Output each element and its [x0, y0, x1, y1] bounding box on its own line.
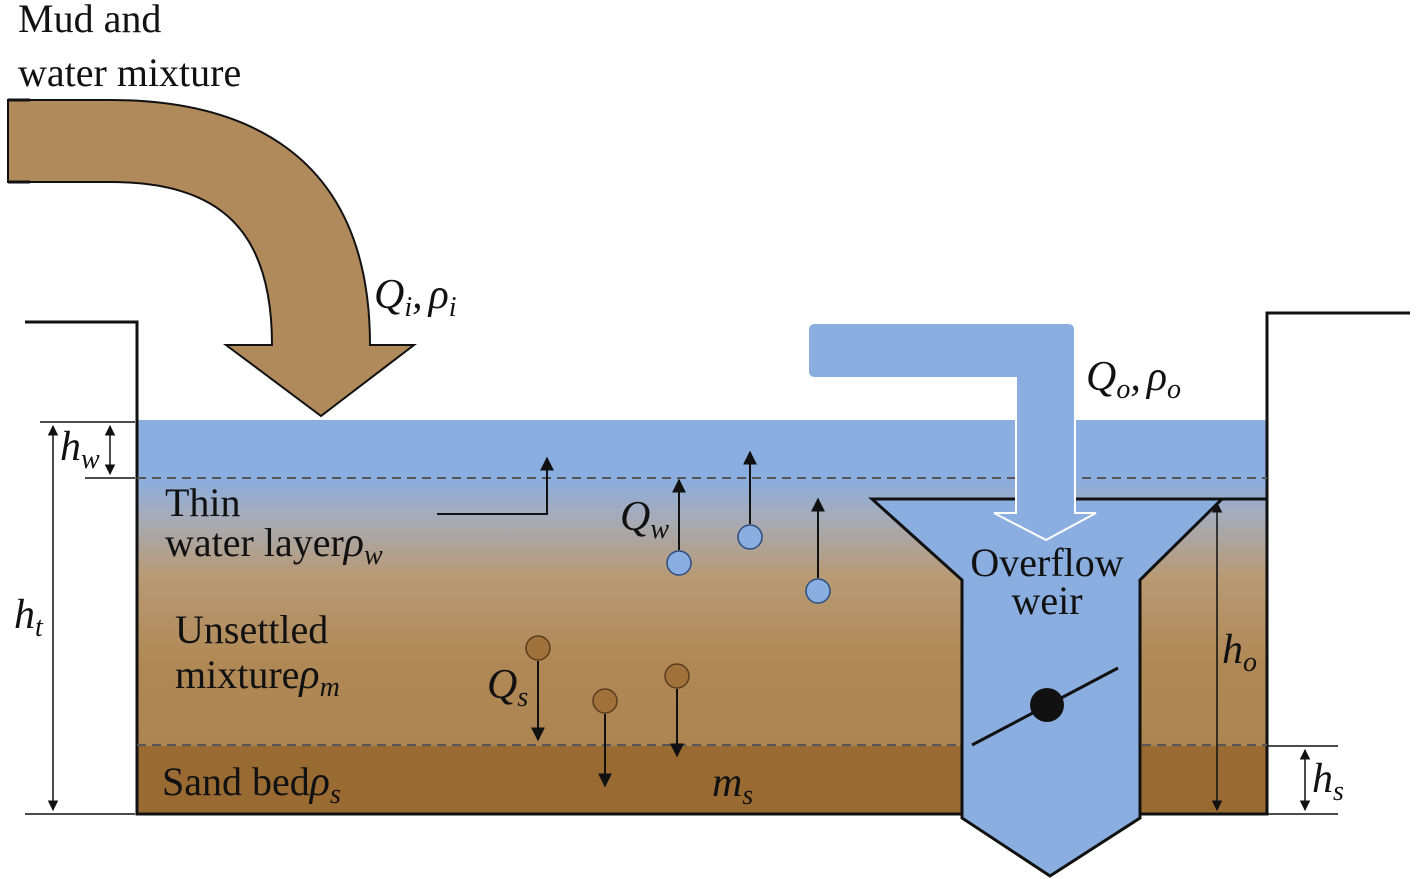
ho-symbol: ho [1222, 627, 1257, 678]
water-bubble-2 [737, 524, 763, 550]
valve-icon [1030, 688, 1064, 722]
water-bubble-1 [666, 550, 692, 576]
tank-right-wall [1140, 311, 1410, 816]
inflow-symbol: Qi,ρi [374, 272, 457, 323]
qw-symbol: Qw [620, 494, 669, 545]
sand-particle-3 [664, 663, 690, 689]
inlet-title-line-1: Mud and [18, 0, 161, 41]
thin-water-label-1: Thin [165, 480, 241, 525]
inlet-pipe [7, 99, 417, 418]
sand-bed-label: Sand bedρs [162, 759, 341, 810]
sand-particle-1 [525, 635, 551, 661]
outlet-pipe [807, 322, 1097, 542]
qs-symbol: Qs [487, 662, 528, 713]
sand-particle-2 [592, 688, 618, 714]
overflow-weir-label-1: Overflow [970, 540, 1123, 585]
tank-left-wall [25, 320, 962, 816]
thin-water-label-2: water layerρw [165, 520, 383, 571]
ht-symbol: ht [14, 592, 44, 643]
unsettled-label-2: mixtureρm [175, 652, 340, 703]
overflow-weir-funnel [868, 497, 1226, 878]
overflow-weir-label-2: weir [1011, 578, 1082, 623]
ms-symbol: ms [712, 760, 753, 811]
water-bubble-3 [805, 578, 831, 604]
outflow-symbol: Qo,ρo [1086, 354, 1181, 405]
inlet-title-line-2: water mixture [18, 50, 241, 95]
hs-symbol: hs [1312, 756, 1344, 807]
hw-symbol: hw [60, 424, 100, 475]
thin-water-leader [437, 456, 554, 515]
unsettled-label-1: Unsettled [175, 607, 328, 652]
